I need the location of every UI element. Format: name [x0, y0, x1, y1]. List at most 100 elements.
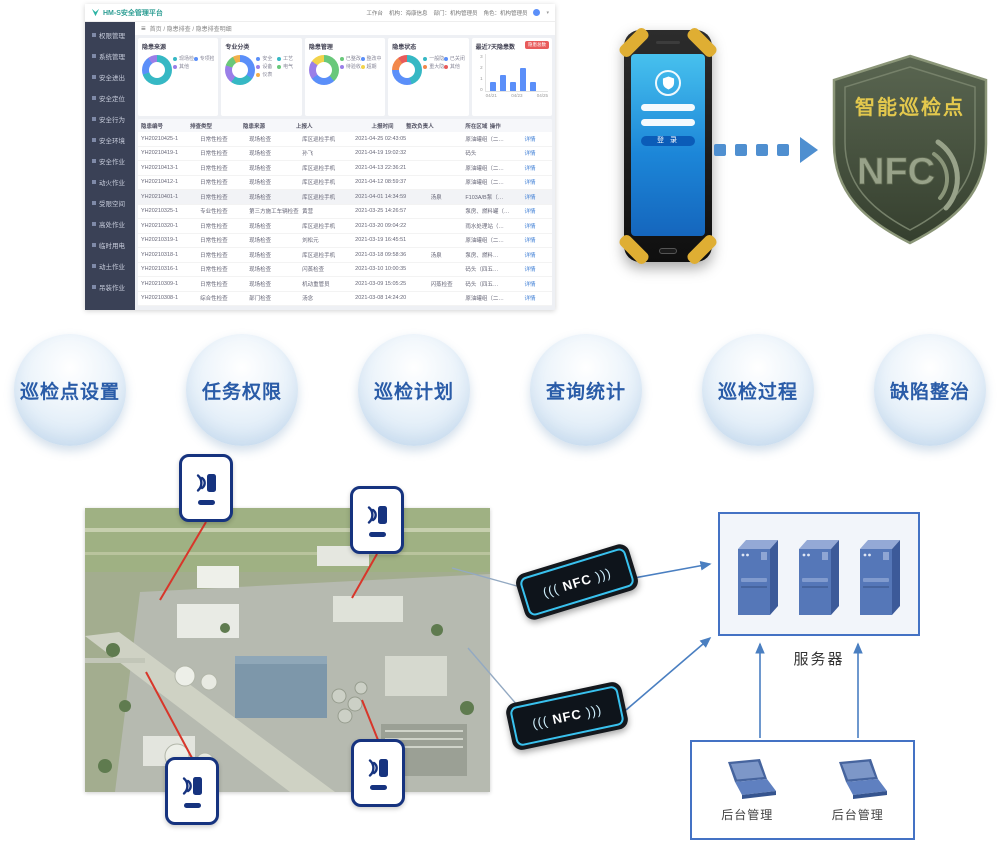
panel-title: 隐患状态	[392, 45, 417, 51]
collapse-menu-icon[interactable]: ≡	[141, 23, 146, 33]
legend-item: 设备	[256, 63, 277, 71]
chevron-down-icon[interactable]: ▾	[546, 9, 549, 16]
sidebar-item[interactable]: 权限管理	[85, 24, 135, 45]
table-row[interactable]: YH20210308-1 综合性检查 部门检查 汤念 2021-03-08 14…	[138, 292, 552, 306]
column-header: 上报时间	[371, 123, 394, 130]
cell-report-time: 2021-03-25 14:26:57	[355, 208, 407, 215]
hazard-table: 隐患编号排查类型隐患来源上报人上报时间整改负责人所在区域操作 YH2021042…	[138, 119, 552, 306]
sidebar-item[interactable]: 安全环境	[85, 129, 135, 150]
legend-dot	[443, 57, 448, 61]
column-header: 排查类型	[189, 123, 212, 130]
table-row[interactable]: YH20210325-1 专业性检查 第三方施工车辆检查 黄营 2021-03-…	[138, 205, 552, 219]
x-tick: 04/21	[485, 93, 497, 98]
speaker	[656, 41, 680, 44]
legend-item: 待验收	[339, 63, 361, 71]
cell-hazard-id: YH20210325-1	[141, 208, 179, 215]
table-row[interactable]: YH20210412-1 日常性检查 现场检查 库区巡检手机 2021-04-1…	[138, 176, 552, 190]
arrow-dot	[777, 144, 789, 156]
y-tick: 1	[480, 76, 483, 81]
table-row[interactable]: YH20210316-1 日常性检查 现场检查 闪蒸检查 2021-03-10 …	[138, 263, 552, 277]
legend-item: 已关闭	[443, 55, 465, 63]
menu-icon	[92, 32, 96, 37]
server-label: 服务器	[793, 651, 845, 668]
dashboard-body: 权限管理 系统管理 安全进出 安全定位	[85, 22, 555, 310]
cell-source: 现场检查	[249, 267, 272, 274]
sidebar-item[interactable]: 高处作业	[85, 213, 135, 234]
cell-reporter: 库区巡检手机	[302, 194, 336, 201]
sidebar-item-label: 动火作业	[99, 179, 125, 187]
menu-icon	[92, 95, 96, 100]
y-tick: 0	[480, 87, 483, 92]
cell-reporter: 库区巡检手机	[302, 165, 336, 172]
detail-link[interactable]: 详情	[524, 238, 536, 245]
cell-area: 雨水处理站（…	[465, 223, 504, 230]
detail-link[interactable]: 详情	[524, 267, 536, 274]
detail-link[interactable]: 详情	[524, 223, 536, 230]
detail-link[interactable]: 详情	[524, 209, 536, 216]
detail-link[interactable]: 详情	[524, 296, 536, 303]
cell-report-time: 2021-03-18 09:58:36	[355, 251, 407, 258]
nfc-logo-text: NFC	[857, 151, 935, 193]
nfc-waves-icon	[182, 777, 202, 795]
cell-source: 第三方施工车辆检查	[249, 209, 299, 216]
panel-title: 最近7天隐患数	[475, 45, 515, 51]
sidebar-item[interactable]: 安全行为	[85, 108, 135, 129]
table-row[interactable]: YH20210309-1 日常性检查 现场检查 机动重管员 2021-03-09…	[138, 277, 552, 292]
table-row[interactable]: YH20210425-1 日常性检查 现场检查 库区巡检手机 2021-04-2…	[138, 132, 552, 147]
cell-source: 现场检查	[249, 223, 272, 230]
feature-circle: 缺陷整治	[874, 334, 986, 446]
panel-title: 专业分类	[225, 45, 250, 51]
cell-reporter: 机动重管员	[302, 281, 330, 288]
sidebar-item[interactable]: 安全进出	[85, 66, 135, 87]
legend-dot	[256, 57, 261, 61]
cell-hazard-id: YH20210412-1	[141, 179, 179, 186]
shield-shape	[832, 54, 988, 245]
chart-legend: 安全工艺设备电气仪表	[256, 55, 297, 85]
table-row[interactable]: YH20210413-1 日常性检查 现场检查 库区巡检手机 2021-04-1…	[138, 161, 552, 176]
nfc-label: NFC	[541, 564, 613, 599]
feature-label: 缺陷整治	[889, 381, 970, 403]
topbar-user-area[interactable]: 工作台 机构：海康信息 部门：机构管理员 角色：机构管理员 ▾	[366, 9, 549, 17]
detail-link[interactable]: 详情	[524, 194, 536, 201]
cell-reporter: 库区巡检手机	[302, 136, 336, 143]
handheld-device: 登 录	[617, 25, 719, 267]
detail-link[interactable]: 详情	[524, 136, 536, 143]
table-row[interactable]: YH20210320-1 日常性检查 现场检查 库区巡检手机 2021-03-2…	[138, 219, 552, 234]
sidebar-item[interactable]: 安全定位	[85, 87, 135, 108]
cell-owner: 汤泉	[430, 252, 442, 259]
table-row[interactable]: YH20210319-1 日常性检查 现场检查 刘松元 2021-03-19 1…	[138, 234, 552, 248]
cell-source: 现场检查	[249, 194, 272, 201]
sidebar-item[interactable]: 动土作业	[85, 255, 135, 276]
table-row[interactable]: YH20210318-1 日常性检查 现场检查 库区巡检手机 2021-03-1…	[138, 248, 552, 263]
sidebar-item[interactable]: 动火作业	[85, 171, 135, 192]
detail-link[interactable]: 详情	[524, 281, 536, 288]
column-header: 所在区域	[465, 123, 488, 130]
detail-link[interactable]: 详情	[524, 151, 536, 158]
table-row[interactable]: YH20210419-1 日常性检查 现场检查 孙飞 2021-04-19 19…	[138, 147, 552, 161]
cell-hazard-id: YH20210308-1	[141, 295, 179, 302]
cell-check-type: 日常性检查	[200, 151, 228, 158]
table-row[interactable]: YH20210401-1 日常性检查 现场检查 库区巡检手机 2021-04-0…	[138, 190, 552, 205]
panel-title: 隐患管理	[308, 45, 333, 51]
app-shield-logo	[655, 70, 681, 96]
cell-reporter: 闪蒸检查	[302, 267, 325, 274]
avatar[interactable]	[533, 9, 541, 16]
sidebar-item[interactable]: 临时用电	[85, 234, 135, 255]
cell-source: 现场检查	[249, 180, 272, 187]
legend-item: 重大隐患	[423, 63, 444, 71]
sidebar-item-label: 安全作业	[99, 158, 125, 166]
phone-home-bar	[183, 803, 201, 808]
detail-link[interactable]: 详情	[524, 165, 536, 172]
sidebar-item[interactable]: 受限空间	[85, 192, 135, 213]
workbench-link[interactable]: 工作台	[366, 10, 383, 17]
sidebar-item[interactable]: 安全作业	[85, 150, 135, 171]
cell-source: 现场检查	[249, 281, 272, 288]
legend-item: 其他	[173, 63, 194, 71]
sidebar-item[interactable]: 系统管理	[85, 45, 135, 66]
sidebar-item[interactable]: 吊装作业	[85, 276, 135, 297]
detail-link[interactable]: 详情	[524, 252, 536, 259]
detail-link[interactable]: 详情	[524, 180, 536, 187]
cell-reporter: 刘松元	[302, 238, 319, 245]
